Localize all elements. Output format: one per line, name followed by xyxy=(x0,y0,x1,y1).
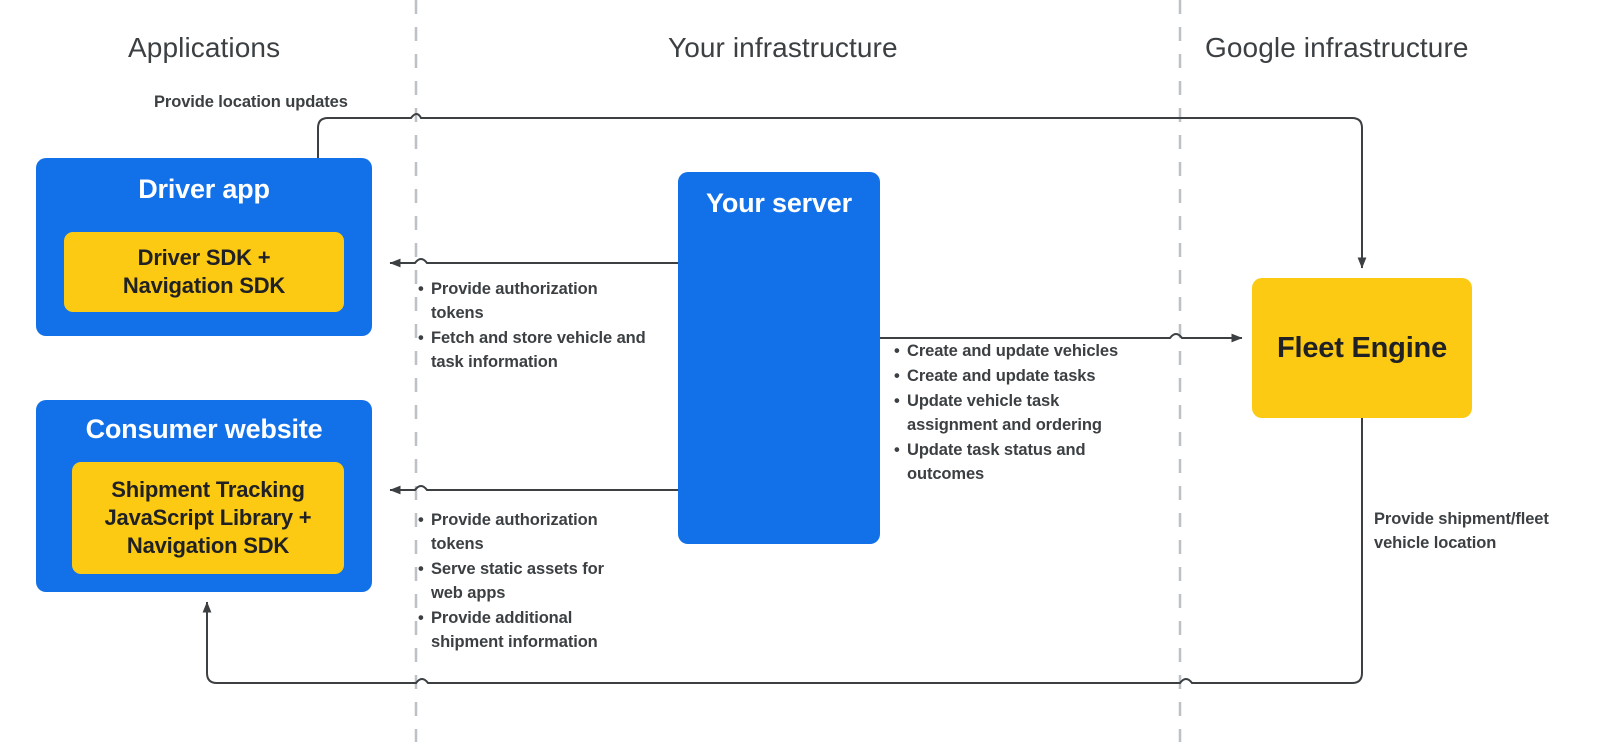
consumer-website-title: Consumer website xyxy=(85,414,323,444)
connector-location-updates xyxy=(317,113,1367,269)
node-driver-app[interactable]: Driver app Driver SDK + Navigation SDK xyxy=(36,158,372,336)
bullet-item: Update vehicle task assignment and order… xyxy=(894,390,1150,438)
driver-sdk-line-2: Navigation SDK xyxy=(122,273,286,298)
annotation-driver-server-bullets: Provide authorization tokens Fetch and s… xyxy=(418,278,648,376)
consumer-sdk-line-2: JavaScript Library + xyxy=(104,504,312,530)
connector-shipment-location xyxy=(202,418,1363,684)
shipment-tracking-sdk-label: Shipment Tracking JavaScript Library + N… xyxy=(99,476,318,560)
bullet-item: Create and update vehicles xyxy=(894,340,1150,364)
connector-server-to-consumer xyxy=(389,485,678,495)
node-consumer-website[interactable]: Consumer website Shipment Tracking JavaS… xyxy=(36,400,372,592)
connector-server-to-driver xyxy=(389,258,678,268)
node-your-server[interactable]: Your server xyxy=(678,172,880,544)
node-fleet-engine[interactable]: Fleet Engine xyxy=(1252,278,1472,418)
consumer-sdk-line-3: Navigation SDK xyxy=(126,533,290,559)
driver-sdk-line-1: Driver SDK + xyxy=(137,244,271,270)
fleet-engine-label: Fleet Engine xyxy=(1276,331,1447,364)
bullet-item: Serve static assets for web apps xyxy=(418,558,633,606)
annotation-shipment-location: Provide shipment/fleet vehicle location xyxy=(1374,510,1549,552)
annotation-location-updates: Provide location updates xyxy=(154,93,348,111)
bullet-item: Update task status and outcomes xyxy=(894,439,1150,487)
node-driver-sdk[interactable]: Driver SDK + Navigation SDK xyxy=(64,232,344,312)
driver-sdk-label: Driver SDK + Navigation SDK xyxy=(117,244,291,300)
bullet-item: Provide authorization tokens xyxy=(418,509,633,557)
bullet-item: Provide additional shipment information xyxy=(418,607,633,655)
zone-title-google-infrastructure: Google infrastructure xyxy=(1205,32,1469,63)
node-shipment-tracking-sdk[interactable]: Shipment Tracking JavaScript Library + N… xyxy=(72,462,344,574)
connector-server-to-fleet xyxy=(880,333,1243,343)
annotation-server-fleet-bullets: Create and update vehicles Create and up… xyxy=(894,340,1150,488)
driver-app-title: Driver app xyxy=(138,174,270,204)
bullet-item: Fetch and store vehicle and task informa… xyxy=(418,327,648,375)
annotation-consumer-server-bullets: Provide authorization tokens Serve stati… xyxy=(418,509,633,656)
zone-title-your-infrastructure: Your infrastructure xyxy=(668,32,898,63)
bullet-item: Provide authorization tokens xyxy=(418,278,648,326)
your-server-title: Your server xyxy=(706,188,852,218)
bullet-item: Create and update tasks xyxy=(894,365,1150,389)
zone-title-applications: Applications xyxy=(128,32,281,63)
consumer-sdk-line-1: Shipment Tracking xyxy=(111,476,305,502)
